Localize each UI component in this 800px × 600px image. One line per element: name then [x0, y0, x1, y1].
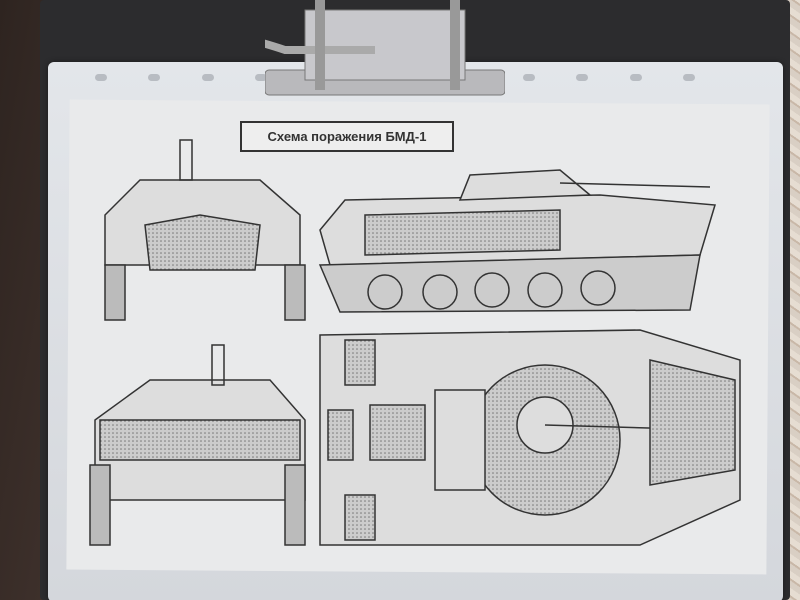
side-view	[318, 169, 716, 313]
binder-clip	[265, 0, 505, 96]
front-view	[104, 139, 306, 321]
top-view	[319, 329, 741, 546]
rear-view	[89, 344, 306, 546]
diagram-title: Схема поражения БМД-1	[240, 121, 454, 152]
